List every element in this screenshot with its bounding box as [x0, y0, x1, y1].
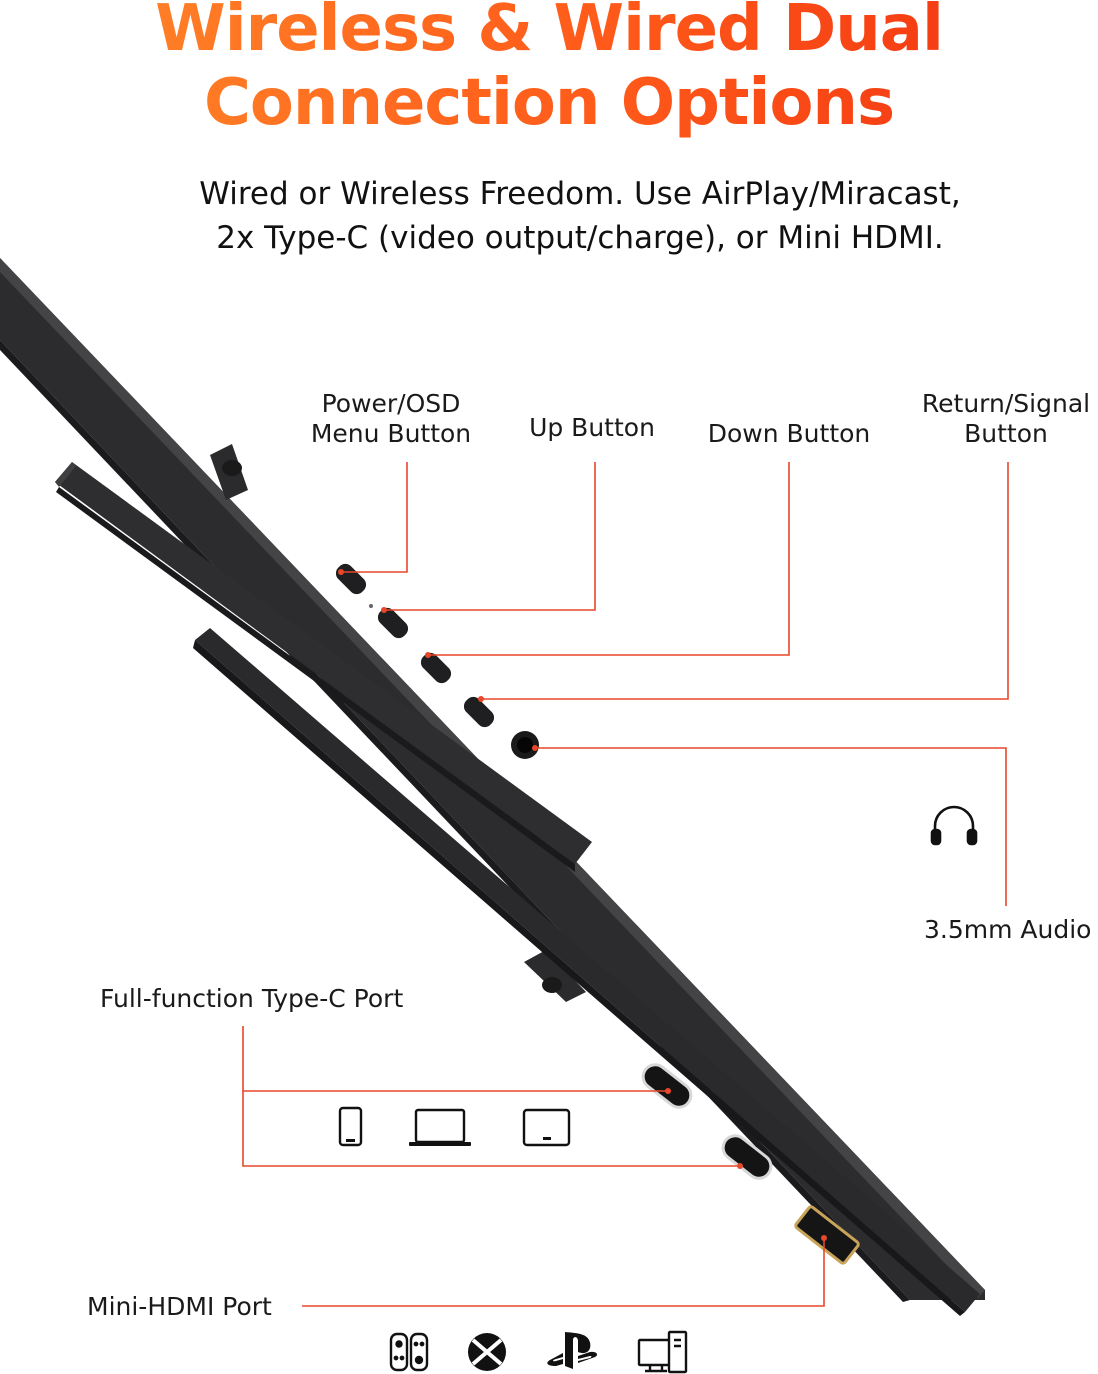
hinge-top [210, 444, 248, 500]
headphones-icon [930, 805, 978, 846]
laptop-icon [409, 1108, 471, 1146]
desktop-pc-icon [637, 1330, 688, 1374]
title-line-1: Wireless & Wired Dual [0, 0, 1098, 66]
page-subtitle: Wired or Wireless Freedom. Use AirPlay/M… [0, 172, 1098, 260]
mini-hdmi-port [794, 1205, 860, 1265]
callout-mini-hdmi: Mini-HDMI Port [87, 1292, 272, 1321]
smartphone-icon [338, 1106, 363, 1147]
tablet-icon [522, 1108, 571, 1147]
xbox-icon [468, 1333, 506, 1371]
type-c-port-1 [641, 1063, 693, 1109]
callout-audio: 3.5mm Audio [924, 915, 1092, 944]
callout-return-signal: Return/Signal Button [910, 389, 1098, 449]
rear-panel [193, 628, 980, 1316]
callout-dots [338, 569, 827, 1241]
page-title: Wireless & Wired Dual Connection Options [0, 0, 1098, 140]
callout-down-button: Down Button [707, 419, 871, 448]
callout-type-c: Full-function Type-C Port [100, 984, 404, 1013]
callout-power-osd: Power/OSD Menu Button [300, 389, 482, 449]
playstation-icon [547, 1332, 598, 1369]
callout-up-button: Up Button [529, 413, 655, 442]
callout-lines [242, 462, 1009, 1307]
callout-power-osd-line-1: Power/OSD [321, 389, 461, 418]
callout-return-signal-line-1: Return/Signal [921, 389, 1091, 418]
audio-jack [511, 731, 539, 759]
kickstand-panel [55, 462, 592, 872]
title-line-2: Connection Options [0, 66, 1098, 140]
subtitle-line-2: 2x Type-C (video output/charge), or Mini… [216, 220, 944, 256]
subtitle-line-1: Wired or Wireless Freedom. Use AirPlay/M… [199, 176, 961, 212]
hinge-bottom [524, 950, 586, 1002]
callout-power-osd-line-2: Menu Button [310, 419, 472, 448]
callout-return-signal-line-2: Button [964, 419, 1048, 448]
nintendo-switch-icon [389, 1332, 429, 1372]
